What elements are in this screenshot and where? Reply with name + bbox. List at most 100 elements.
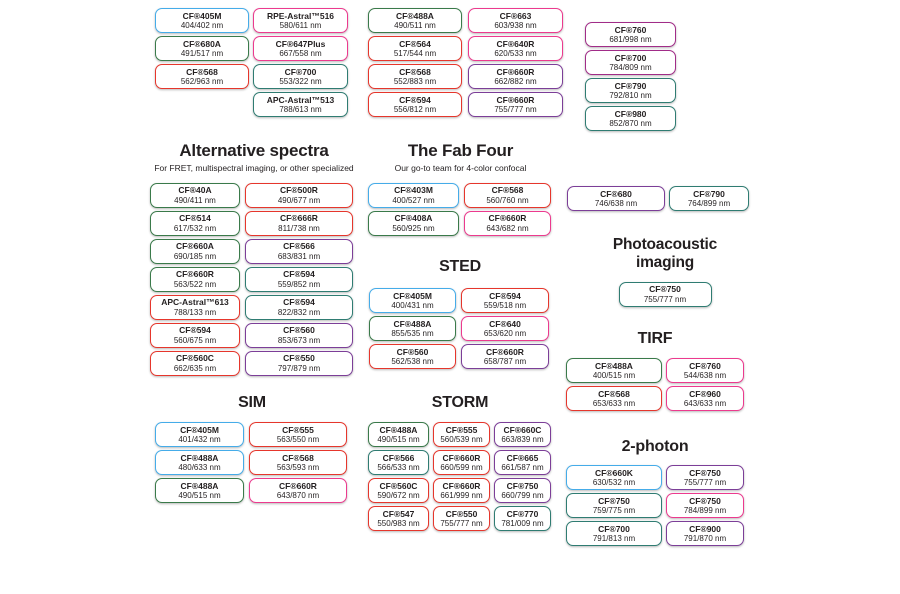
- dye-name: CF®568: [282, 453, 314, 464]
- dye-name: CF®680: [600, 188, 632, 199]
- dye-name: CF®790: [614, 80, 647, 91]
- dye-excitation-emission: 781/009 nm: [501, 519, 544, 529]
- dye-excitation-emission: 617/532 nm: [173, 223, 217, 233]
- dye-excitation-emission: 853/673 nm: [277, 335, 321, 345]
- dye-name: CF®750: [689, 496, 721, 507]
- dye-name: CF®660R: [496, 94, 535, 105]
- dye-name: CF®680A: [183, 38, 221, 49]
- dye-excitation-emission: 490/511 nm: [394, 21, 436, 30]
- dye-name: CF®647Plus: [275, 38, 326, 49]
- dye-name: CF®660R: [488, 213, 527, 224]
- dye-excitation-emission: 620/533 nm: [494, 49, 537, 58]
- dye-name: CF®594: [179, 325, 211, 336]
- dye-name: CF®594: [283, 269, 315, 280]
- dye-excitation-emission: 658/787 nm: [483, 357, 527, 367]
- section-title: 2-photon: [621, 438, 689, 455]
- dye-name: APC-Astral™613: [161, 297, 229, 308]
- dye-excitation-emission: 855/535 nm: [391, 329, 434, 339]
- dye-excitation-emission: 755/777 nm: [440, 519, 483, 529]
- dye-name: CF®660A: [176, 241, 214, 252]
- dye-excitation-emission: 603/938 nm: [494, 21, 537, 30]
- section-subtitle: For FRET, multispectral imaging, or othe…: [154, 162, 354, 173]
- dye-excitation-emission: 563/593 nm: [276, 463, 320, 473]
- dye-excitation-emission: 490/515 nm: [377, 435, 420, 445]
- dye-name: CF®750: [598, 496, 630, 507]
- dye-name: CF®750: [649, 284, 681, 295]
- dye-name: CF®403M: [394, 185, 433, 196]
- dye-excitation-emission: 550/983 nm: [377, 519, 420, 529]
- dye-name: CF®663: [499, 10, 532, 21]
- dye-name: CF®514: [179, 213, 211, 224]
- dye-excitation-emission: 562/963 nm: [180, 77, 224, 86]
- dye-name: CF®560C: [379, 481, 418, 492]
- section-title-line2: imaging: [635, 253, 695, 271]
- dye-name: CF®760: [614, 24, 647, 35]
- dye-name: CF®566: [283, 241, 315, 252]
- dye-excitation-emission: 660/599 nm: [440, 463, 483, 473]
- dye-name: CF®488A: [180, 481, 219, 492]
- dye-excitation-emission: 400/515 nm: [592, 371, 636, 381]
- dye-excitation-emission: 681/998 nm: [609, 35, 652, 44]
- dye-excitation-emission: 544/638 nm: [683, 371, 727, 381]
- dye-name: CF®405M: [182, 10, 222, 21]
- dye-name: CF®666R: [280, 213, 318, 224]
- section-subtitle: Our go-to team for 4-color confocal: [394, 162, 527, 173]
- dye-name: CF®640R: [496, 38, 535, 49]
- dye-name: CF®660R: [442, 481, 481, 492]
- dye-excitation-emission: 784/899 nm: [683, 506, 727, 516]
- dye-excitation-emission: 788/133 nm: [173, 307, 217, 317]
- dye-excitation-emission: 566/533 nm: [377, 463, 420, 473]
- dye-name: CF®560: [283, 325, 315, 336]
- section-title: Alternative spectra: [179, 141, 329, 160]
- dye-name: RPE-Astral™516: [266, 10, 335, 21]
- dye-excitation-emission: 811/738 nm: [278, 223, 320, 233]
- dye-excitation-emission: 663/839 nm: [501, 435, 544, 445]
- dye-name: CF®500R: [280, 185, 318, 196]
- dye-excitation-emission: 560/925 nm: [392, 223, 435, 233]
- dye-excitation-emission: 559/852 nm: [277, 279, 321, 289]
- dye-excitation-emission: 784/809 nm: [609, 63, 652, 72]
- dye-name: CF®568: [598, 389, 630, 400]
- dye-name: CF®550: [283, 353, 315, 364]
